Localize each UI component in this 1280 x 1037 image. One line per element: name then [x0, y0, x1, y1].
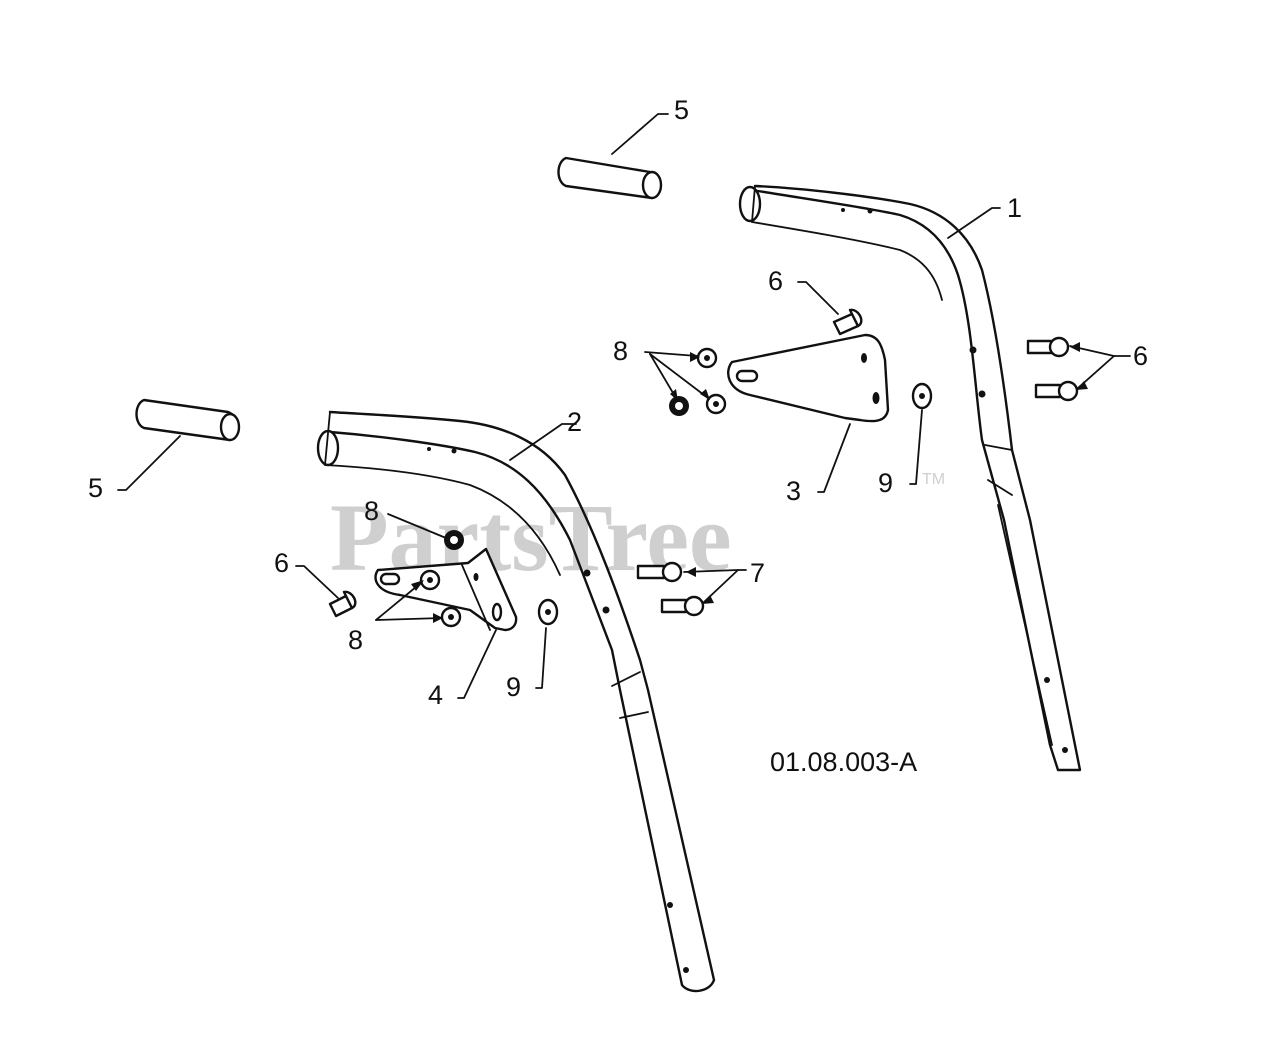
callout-label-9-lower: 9 [506, 672, 521, 702]
grip-part-5-lower[interactable] [135, 398, 241, 442]
bolt-part-7-right-top[interactable] [1026, 336, 1070, 358]
washer-part-8-e[interactable] [419, 569, 441, 591]
washer-part-9-lower[interactable] [537, 598, 559, 626]
nut-part-8-b[interactable] [669, 396, 689, 416]
bracket-part-4[interactable] [374, 547, 518, 632]
bolt-part-6-upper[interactable] [832, 308, 863, 336]
callout-label-9: 9 [878, 468, 893, 498]
bolt-part-7-right-bottom[interactable] [1034, 380, 1079, 402]
callout-label-3: 3 [786, 476, 801, 506]
callout-label-1: 1 [1007, 193, 1022, 223]
callout-label-8: 8 [613, 336, 628, 366]
callout-label-2: 2 [567, 407, 582, 437]
washer-part-8-a[interactable] [696, 347, 718, 369]
bolt-part-6-lower[interactable] [328, 590, 357, 618]
callout-label-7: 6 [1133, 341, 1148, 371]
lower-handle-part-2[interactable] [316, 410, 716, 993]
callout-label-8-lower: 8 [348, 625, 363, 655]
nut-part-8-d[interactable] [444, 530, 464, 550]
washer-part-8-f[interactable] [440, 606, 462, 628]
leader-lines [117, 113, 1131, 699]
bolt-part-7-mid-bottom[interactable] [660, 595, 705, 617]
callout-label-8-upper: 8 [364, 496, 379, 526]
callout-label-6-lower: 6 [274, 548, 289, 578]
washer-part-8-c[interactable] [705, 393, 727, 415]
callout-label-4: 4 [428, 680, 443, 710]
callout-label-5-lower: 5 [88, 473, 103, 503]
upper-handle-part-1[interactable] [738, 184, 1082, 772]
diagram-code: 01.08.003-A [770, 747, 917, 777]
bolt-part-7-mid-top[interactable] [636, 561, 683, 583]
callout-label-6: 6 [768, 266, 783, 296]
washer-part-9-upper[interactable] [911, 382, 933, 410]
callout-label-5: 5 [674, 95, 689, 125]
callout-label-7-lower: 7 [750, 558, 765, 588]
bracket-part-3[interactable] [727, 333, 890, 423]
grip-part-5-upper[interactable] [557, 156, 663, 200]
watermark-trademark: TM [922, 471, 945, 488]
